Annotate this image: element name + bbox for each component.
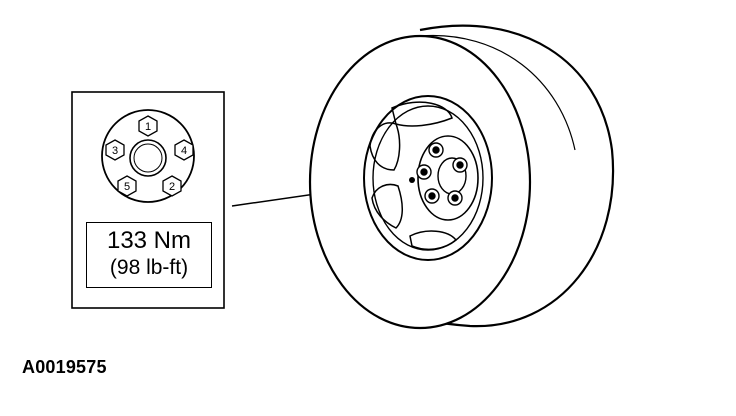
hub-lug-nut <box>428 142 444 158</box>
sequence-nut-1-label: 1 <box>145 121 151 133</box>
inset-hub <box>101 109 195 203</box>
sequence-nut-2-label: 2 <box>169 181 175 193</box>
hub-lug-nut <box>416 164 432 180</box>
hub-lug-nut <box>424 188 440 204</box>
hub-lug-nut <box>447 190 463 206</box>
sequence-nut-5-label: 5 <box>124 181 130 193</box>
sequence-nut-5: 5 <box>117 175 137 197</box>
sequence-nuts: 1 3 4 5 2 <box>105 115 194 197</box>
leader-dot <box>409 177 415 183</box>
wheel-rim <box>363 95 493 261</box>
tire <box>308 24 615 330</box>
torque-lbft-value: (98 lb-ft) <box>109 256 189 279</box>
sequence-nut-4-label: 4 <box>181 145 187 157</box>
hub-lug-nuts <box>416 142 468 206</box>
sequence-nut-3: 3 <box>105 139 125 161</box>
torque-spec-box: 133 Nm (98 lb-ft) <box>86 222 212 288</box>
sequence-nut-4: 4 <box>174 139 194 161</box>
torque-nm-value: 133 Nm <box>106 227 192 254</box>
sequence-nut-2: 2 <box>162 175 182 197</box>
hub-lug-nut <box>452 157 468 173</box>
sequence-nut-3-label: 3 <box>112 145 118 157</box>
figure-id: A0019575 <box>22 357 107 377</box>
sequence-nut-1: 1 <box>138 115 158 137</box>
